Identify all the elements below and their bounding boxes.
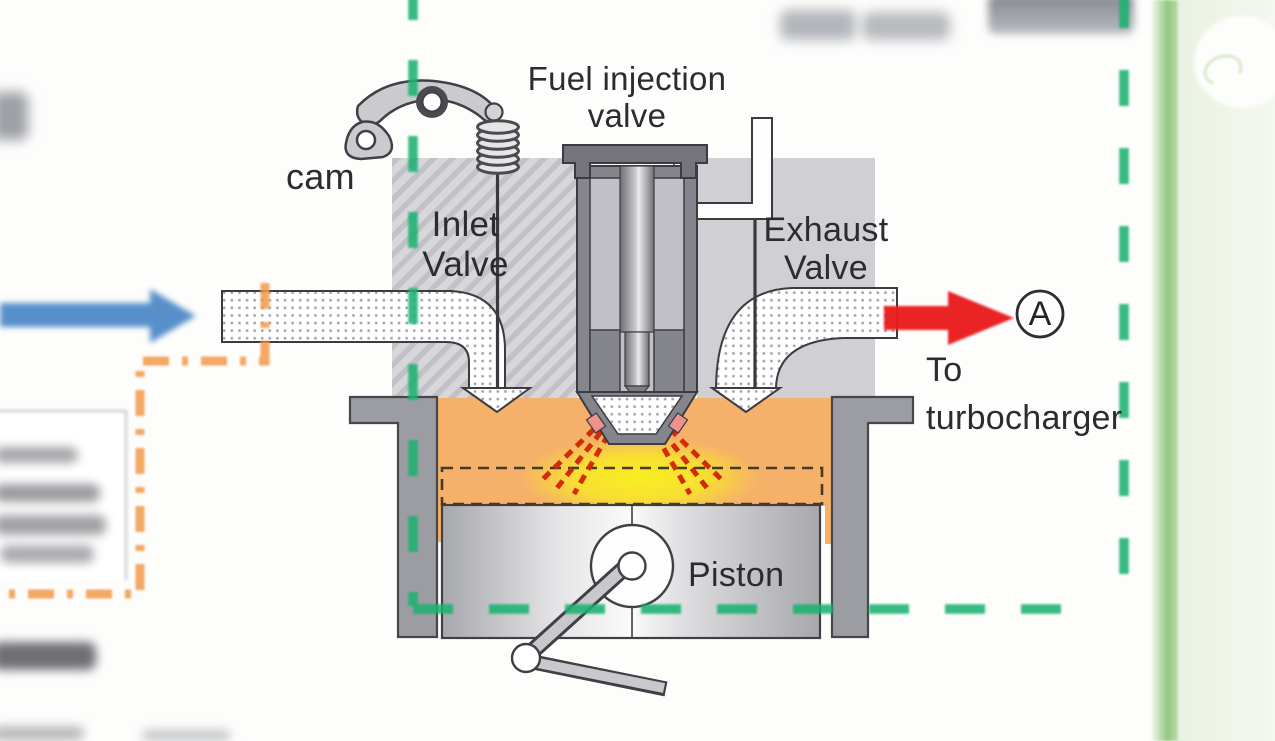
page-corner-swirl (1194, 16, 1275, 108)
blur-blob-left (0, 92, 28, 140)
spray-line (653, 433, 693, 496)
cylinder-wall-right (830, 395, 915, 639)
inlet-valve-head (459, 387, 534, 414)
blur-line (0, 484, 100, 502)
cylinder-wall-left (348, 395, 439, 639)
valve-spring (476, 119, 520, 175)
spray-line (571, 433, 611, 496)
exhaust-tract (708, 216, 898, 414)
nozzle-hole-left (585, 412, 607, 434)
fuel-spray-lines (539, 427, 725, 496)
blur-blob (780, 10, 856, 40)
intake-air-arrow (0, 289, 196, 343)
nozzle-sac (590, 395, 684, 435)
injector-needle (619, 165, 655, 333)
exhaust-duct (714, 287, 898, 389)
label-to-turbocharger: To turbocharger (926, 351, 1123, 438)
exhaust-valve-head (708, 387, 784, 414)
liner-gap-right (825, 505, 832, 544)
section-marker-circle (1015, 289, 1065, 339)
blur-line (142, 730, 230, 741)
spray-line (555, 430, 603, 490)
label-inlet-valve: Inlet Valve (422, 205, 509, 284)
orange-flow-line (0, 0, 270, 599)
blur-line (0, 515, 106, 535)
spray-line (668, 427, 725, 483)
spray-line (661, 430, 709, 490)
injector-flange (562, 144, 708, 179)
orange-flow-line-lower (0, 283, 270, 599)
gudgeon-pin (617, 551, 647, 581)
spring-coil (476, 119, 520, 135)
label-exhaust-valve: Exhaust Valve (763, 211, 889, 288)
blur-line (0, 726, 84, 741)
label-piston: Piston (688, 556, 785, 594)
exhaust-gas-arrow (884, 291, 1014, 345)
label-cam: cam (286, 156, 355, 197)
valve-actuation (344, 79, 520, 175)
blur-blob (988, 0, 1134, 34)
rocker-pivot (421, 91, 443, 113)
blur-line (0, 642, 96, 670)
spray-line (539, 427, 596, 483)
section-marker-a: A (1028, 294, 1052, 333)
injector-seat-left (589, 329, 621, 393)
liner-gap-left (437, 505, 444, 542)
page-edge-green-column (1178, 0, 1275, 741)
crank-arm (532, 657, 665, 693)
blur-line (0, 545, 94, 563)
tdc-dashed-outline (440, 466, 824, 506)
blur-blob (862, 12, 950, 40)
nozzle-hole-right (667, 412, 689, 434)
inlet-tract (221, 163, 534, 414)
crank-pin (510, 642, 542, 674)
fuel-injector (562, 18, 775, 445)
injector-needle-lower (624, 331, 650, 387)
cam-shaft-hole (355, 129, 377, 151)
blur-line (0, 447, 78, 463)
label-fuel-injection-valve: Fuel injection valve (527, 60, 727, 135)
page-edge-green-line (1150, 0, 1178, 741)
green-dashed-box (408, 0, 1129, 614)
injector-seat-right (653, 329, 685, 393)
inlet-duct (221, 290, 506, 389)
